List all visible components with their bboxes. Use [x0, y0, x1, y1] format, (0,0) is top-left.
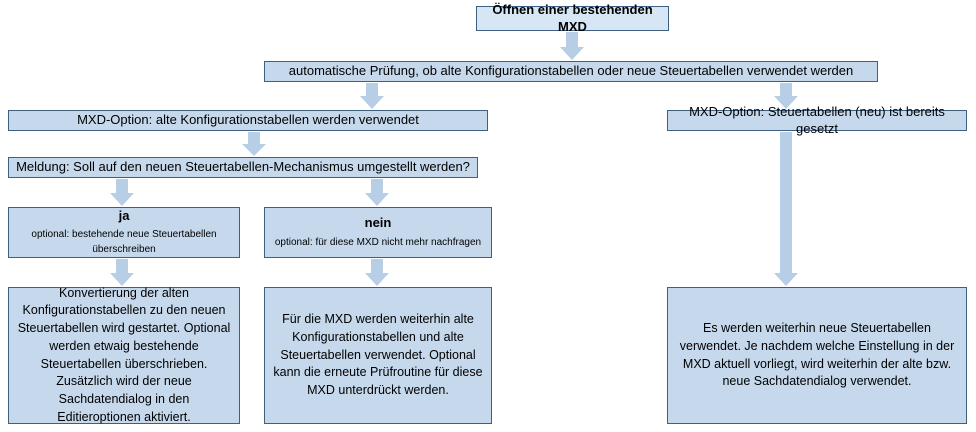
arrow-option-old-to-prompt	[242, 132, 266, 156]
option-new-node: MXD-Option: Steuertabellen (neu) ist ber…	[667, 104, 967, 136]
new-result-text: Es werden weiterhin neue Steuertabellen …	[679, 321, 955, 389]
arrow-check-to-option-new	[774, 83, 798, 109]
arrow-prompt-to-yes	[110, 179, 134, 206]
no-subtitle: optional: für diese MXD nicht mehr nachf…	[274, 236, 482, 248]
arrow-yes-to-result	[110, 259, 134, 286]
no-result-node: Für die MXD werden weiterhin alte Konfig…	[264, 287, 492, 424]
no-result-text: Für die MXD werden weiterhin alte Konfig…	[273, 312, 483, 398]
no-title: nein	[364, 214, 392, 230]
option-old-node: MXD-Option: alte Konfigurationstabellen …	[8, 110, 488, 131]
yes-result-node: Konvertierung der alten Konfigurationsta…	[8, 285, 240, 424]
arrow-prompt-to-no	[365, 179, 389, 206]
check-node-label: automatische Prüfung, ob alte Konfigurat…	[288, 63, 854, 79]
arrow-start-to-check	[560, 32, 584, 60]
yes-subtitle: optional: bestehende neue Steuertabellen…	[31, 229, 217, 255]
arrow-no-to-result	[365, 259, 389, 286]
yes-title: ja	[118, 207, 130, 223]
option-old-label: MXD-Option: alte Konfigurationstabellen …	[77, 112, 419, 128]
no-node: nein optional: für diese MXD nicht mehr …	[264, 207, 492, 258]
arrow-check-to-option-old	[360, 83, 384, 109]
start-node-label: Öffnen einer bestehenden MXD	[492, 1, 653, 34]
prompt-node: Meldung: Soll auf den neuen Steuertabell…	[8, 157, 478, 178]
yes-result-text: Konvertierung der alten Konfigurationsta…	[17, 285, 231, 424]
prompt-label: Meldung: Soll auf den neuen Steuertabell…	[16, 159, 470, 175]
new-result-node: Es werden weiterhin neue Steuertabellen …	[667, 287, 967, 424]
check-node: automatische Prüfung, ob alte Konfigurat…	[264, 61, 878, 82]
arrow-option-new-to-result	[774, 132, 798, 286]
start-node: Öffnen einer bestehenden MXD	[476, 2, 669, 34]
option-new-label: MXD-Option: Steuertabellen (neu) ist ber…	[689, 103, 945, 136]
yes-node: ja optional: bestehende neue Steuertabel…	[8, 207, 240, 258]
